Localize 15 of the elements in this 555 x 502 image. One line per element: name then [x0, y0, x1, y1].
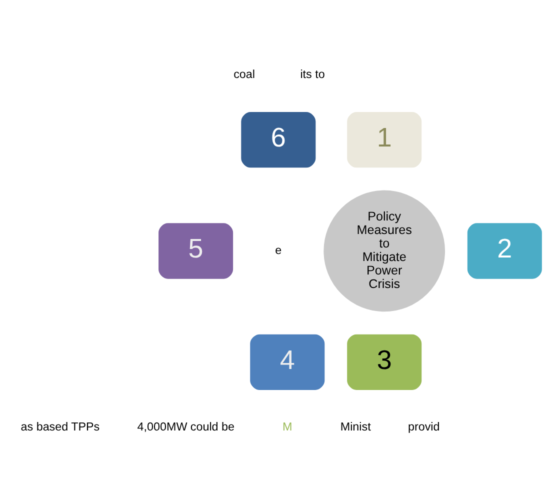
label: its to: [300, 68, 325, 81]
node-box: 5: [156, 220, 236, 282]
node-box: 2: [464, 220, 545, 282]
label: provid: [408, 420, 440, 434]
label: 4,000MW could be: [137, 420, 235, 434]
node-circle: Policy Measures to Mitigate Power Crisis: [320, 188, 448, 314]
node-box: 3: [344, 332, 424, 393]
node-box: 4: [247, 332, 328, 393]
node-box: 1: [344, 109, 424, 170]
label: Minist: [340, 420, 371, 434]
label: as based TPPs: [20, 420, 100, 434]
node-box: 6: [238, 109, 318, 170]
label: coal: [234, 68, 255, 81]
label: M: [282, 420, 292, 434]
label: e: [275, 244, 282, 258]
